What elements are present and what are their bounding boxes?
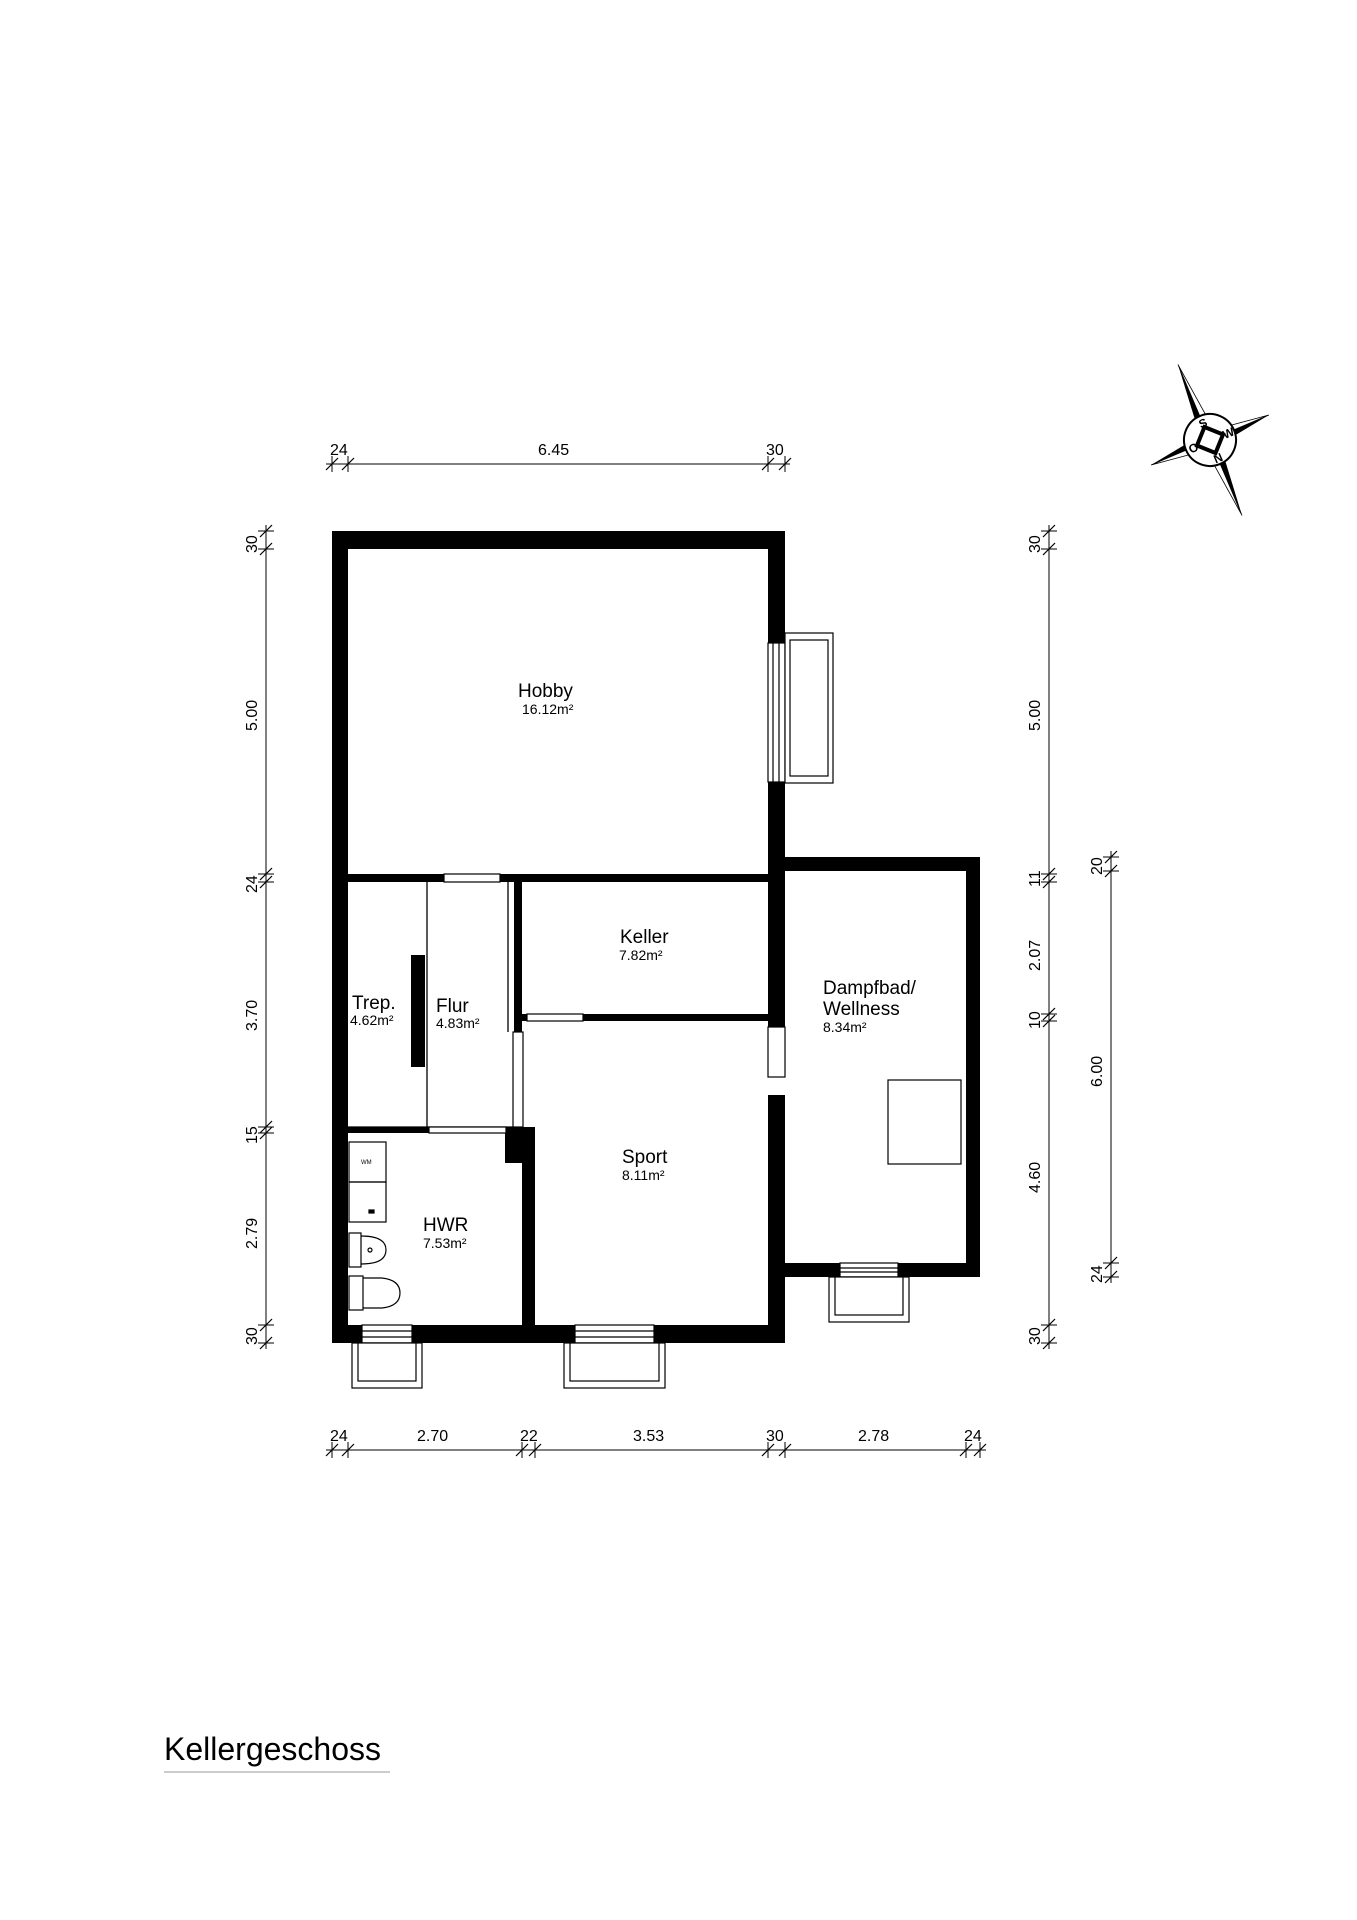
room-hobby-area: 16.12m² [522,701,574,717]
room-keller-area: 7.82m² [619,947,663,963]
dim-right-outer-2: 6.00 [1089,1056,1106,1087]
fixtures [348,1079,962,1311]
room-hobby-name: Hobby [518,681,573,702]
dryer [348,1181,387,1223]
dimension-left [257,524,275,1350]
room-labels: Hobby 16.12m² Keller 7.82m² Dampfbad/ We… [350,681,917,1251]
dim-left-1: 30 [244,535,261,553]
room-trep-area: 4.62m² [350,1012,394,1028]
dim-bottom-7: 24 [964,1428,982,1445]
dim-left-6: 2.79 [244,1218,261,1249]
room-hwr-name: HWR [423,1215,468,1236]
dim-right-4: 2.07 [1027,940,1044,971]
room-trep-name: Trep. [352,993,396,1014]
dim-left-7: 30 [244,1327,261,1345]
room-flur-area: 4.83m² [436,1015,480,1031]
dim-bottom-1: 24 [330,1428,348,1445]
dim-left-3: 24 [244,875,261,893]
dim-left-4: 3.70 [244,1000,261,1031]
dim-left-2: 5.00 [244,700,261,731]
dim-right-1: 30 [1027,535,1044,553]
room-keller-name: Keller [620,927,669,948]
windows [351,632,910,1389]
room-dampfbad-area: 8.34m² [823,1019,867,1035]
dimension-right-outer-labels: 20 6.00 24 [1089,857,1106,1283]
room-sport-area: 8.11m² [622,1167,665,1183]
dimension-top [325,455,792,473]
plan-title: Kellergeschoss [164,1731,381,1767]
dim-bottom-4: 3.53 [633,1428,664,1445]
compass-icon: S W N O [1150,364,1270,516]
washer-label: WM [361,1160,372,1166]
dim-bottom-3: 22 [520,1428,538,1445]
room-dampfbad-name-2: Wellness [823,999,900,1020]
dimension-left-labels: 30 5.00 24 3.70 15 2.79 30 [244,535,261,1345]
dim-top-2: 6.45 [538,442,569,459]
dim-bottom-6: 2.78 [858,1428,889,1445]
dim-right-outer-1: 20 [1089,857,1106,875]
steam-bench [887,1079,962,1165]
dim-left-5: 15 [244,1126,261,1144]
dim-right-outer-3: 24 [1089,1265,1106,1283]
dim-bottom-2: 2.70 [417,1428,448,1445]
dim-right-5: 10 [1027,1011,1044,1029]
dim-bottom-5: 30 [766,1428,784,1445]
dimension-right-inner-labels: 30 5.00 11 2.07 10 4.60 30 [1027,535,1044,1345]
room-dampfbad-name-1: Dampfbad/ [823,978,917,999]
dimension-right-outer [1102,850,1120,1284]
dim-top-1: 24 [330,442,348,459]
room-hwr-area: 7.53m² [423,1235,467,1251]
dim-right-6: 4.60 [1027,1162,1044,1193]
dimension-bottom [325,1441,987,1459]
dim-right-2: 5.00 [1027,700,1044,731]
dim-right-3: 11 [1027,870,1044,887]
dimension-right-inner [1040,524,1058,1350]
openings [428,873,786,1134]
dim-top-3: 30 [766,442,784,459]
room-sport-name: Sport [622,1147,668,1168]
room-flur-name: Flur [436,996,469,1017]
dim-right-7: 30 [1027,1327,1044,1345]
